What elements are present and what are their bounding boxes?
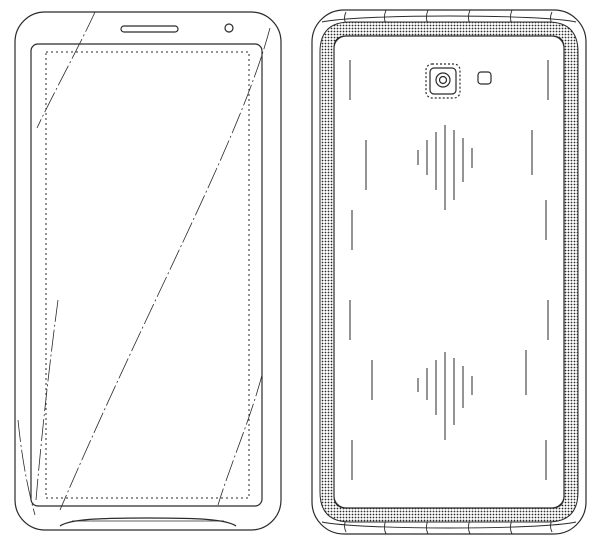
front-display-area — [45, 51, 250, 499]
rear-reflection-streaks-upper — [349, 60, 549, 250]
rear-reflection-streaks-lower — [349, 300, 549, 480]
flash-icon — [477, 71, 492, 85]
rear-body-outline — [311, 9, 587, 535]
earpiece-slot — [120, 25, 179, 33]
rear-back-panel — [333, 35, 565, 509]
front-bottom-chin — [59, 517, 237, 527]
front-screen-bezel — [30, 43, 263, 507]
front-body-outline — [14, 11, 282, 531]
front-view — [14, 11, 282, 531]
rear-view — [311, 9, 587, 535]
circle-icon — [224, 23, 234, 33]
front-reflection-lines — [17, 11, 271, 516]
camera-module-icon — [425, 63, 461, 99]
